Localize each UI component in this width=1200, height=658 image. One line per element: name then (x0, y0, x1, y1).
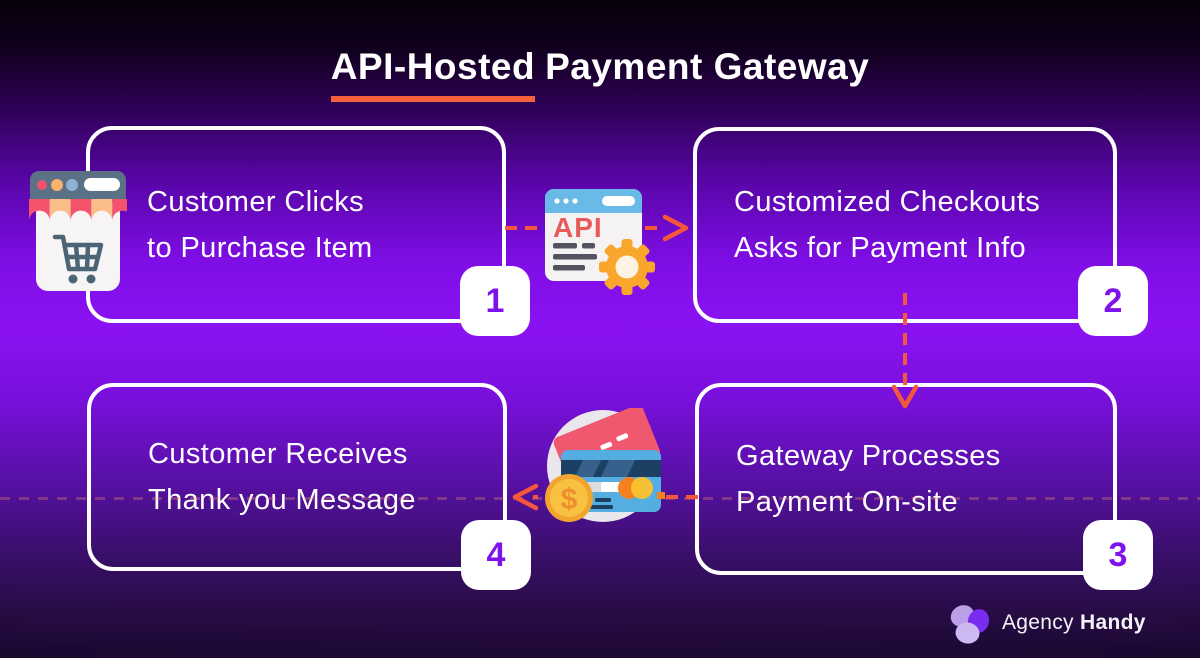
step-box-3: Gateway Processes Payment On-site (695, 383, 1117, 575)
svg-text:$: $ (561, 483, 578, 516)
step-3-line1: Gateway Processes (736, 440, 1001, 472)
step-4-line1: Customer Receives (148, 438, 408, 470)
text-lines (553, 243, 597, 271)
step-4-number: 4 (486, 535, 506, 574)
brand-footer: Agency Handy (947, 601, 1146, 645)
step-2-number: 2 (1103, 281, 1123, 320)
awning (29, 199, 127, 221)
api-window-icon: API (545, 189, 655, 295)
step-number-badge-4: 4 (461, 520, 531, 590)
arrow-down-head (891, 384, 919, 409)
step-1-number: 1 (485, 281, 505, 320)
step-number-badge-3: 3 (1083, 520, 1153, 590)
credit-cards-icon: $ (545, 408, 665, 522)
step-number-badge-1: 1 (460, 266, 530, 336)
page-title-rest: Payment Gateway (545, 46, 870, 87)
brand-name-regular: Agency (1002, 611, 1074, 634)
step-2-text: Customized Checkouts Asks for Payment In… (734, 179, 1040, 271)
gear-icon (599, 239, 655, 295)
arrow-left-head (512, 483, 539, 511)
arrow-step2-to-step3 (891, 293, 919, 409)
step-3-text: Gateway Processes Payment On-site (736, 433, 1001, 525)
storefront-icon (29, 171, 127, 291)
arrow-right-head (662, 214, 689, 242)
step-4-line2: Thank you Message (148, 484, 416, 516)
api-label: API (553, 212, 603, 243)
step-number-badge-2: 2 (1078, 266, 1148, 336)
page-title-highlight: API-Hosted (330, 46, 536, 102)
step-1-line1: Customer Clicks (147, 185, 365, 218)
step-1-line2: to Purchase Item (147, 231, 373, 264)
step-4-text: Customer Receives Thank you Message (148, 431, 416, 523)
step-box-1: Customer Clicks to Purchase Item (86, 126, 506, 323)
brand-name: Agency Handy (1002, 611, 1146, 635)
step-2-line1: Customized Checkouts (734, 186, 1041, 218)
brand-name-bold: Handy (1080, 611, 1146, 634)
step-2-line2: Asks for Payment Info (734, 232, 1027, 264)
agency-handy-logo-icon (950, 605, 990, 644)
dollar-coin-icon: $ (545, 474, 593, 522)
step-3-number: 3 (1108, 535, 1128, 574)
step-box-4: Customer Receives Thank you Message (87, 383, 507, 571)
step-1-text: Customer Clicks to Purchase Item (147, 179, 373, 271)
shopping-cart-icon (52, 234, 104, 272)
step-3-line2: Payment On-site (736, 486, 958, 518)
